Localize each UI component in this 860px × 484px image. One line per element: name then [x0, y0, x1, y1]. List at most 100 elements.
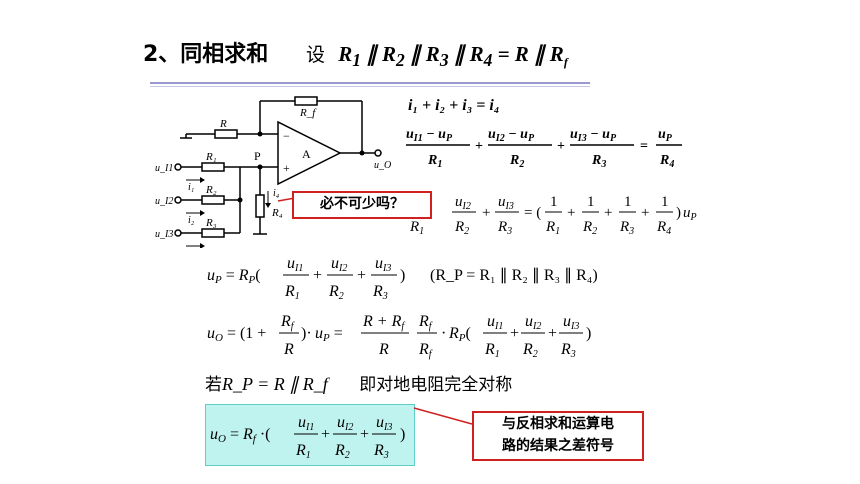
title-condition: 设 R1 ∥ R2 ∥ R3 ∥ R4 = R ∥ Rf [306, 40, 568, 71]
svg-text:uI3 − uP: uI3 − uP [570, 127, 617, 144]
svg-text:=: = [640, 139, 648, 154]
label-i2: i₂ [188, 215, 195, 226]
svg-text:+: + [548, 325, 557, 342]
svg-text:Rf: Rf [418, 313, 433, 332]
svg-text:+: + [567, 205, 575, 221]
svg-text:+: + [604, 205, 612, 221]
condition-formula: R_P = R ∥ R_f [222, 374, 328, 394]
condition-text: R1 ∥ R2 ∥ R3 ∥ R4 = R ∥ Rf [338, 42, 568, 71]
svg-text:R1: R1 [545, 219, 560, 237]
opamp-triangle [277, 120, 342, 186]
svg-text:R1: R1 [295, 442, 311, 461]
svg-text:R + Rf: R + Rf [362, 313, 405, 332]
svg-text:)·: )· [301, 325, 312, 342]
svg-text:R4: R4 [659, 153, 674, 170]
svg-text:R2: R2 [582, 219, 597, 237]
svg-text:+: + [360, 426, 369, 443]
svg-text:1: 1 [661, 194, 669, 210]
svg-text:R3: R3 [619, 219, 634, 237]
svg-text:R2: R2 [454, 219, 469, 237]
svg-text:R3: R3 [372, 283, 388, 302]
svg-text:uI1: uI1 [287, 255, 303, 274]
note-connector [413, 407, 473, 425]
svg-text:RP(: RP( [448, 325, 471, 344]
note-question: 必不可少吗？ [292, 191, 432, 219]
svg-text:+: + [313, 267, 322, 284]
svg-text:uO = Rf ·(: uO = Rf ·( [210, 426, 270, 445]
condition-line: 若R_P = R ∥ R_f 即对地电阻完全对称 [205, 370, 512, 395]
label-r: R [219, 118, 227, 130]
svg-text:Rf: Rf [418, 341, 433, 360]
svg-text:R2: R2 [522, 341, 538, 360]
svg-text:R4: R4 [656, 219, 671, 237]
svg-text:uP: uP [658, 127, 673, 144]
svg-text:+: + [557, 139, 565, 154]
svg-text:uI3: uI3 [375, 255, 391, 274]
svg-text:R2: R2 [328, 283, 344, 302]
r2-resistor [201, 195, 225, 205]
eq-kcl: i₁ + i₂ + i₃ = i₄ [408, 97, 499, 114]
svg-text:uI3: uI3 [376, 414, 392, 433]
result-formula: uO = Rf ·( uI1 R1 + uI2 R2 + uI3 R3 ) [210, 414, 405, 461]
condition-text: 即对地电阻完全对称 [359, 375, 513, 395]
r-resistor [214, 129, 238, 139]
svg-text:·: · [441, 325, 446, 342]
svg-text:= (: = ( [524, 205, 541, 221]
svg-text:R3: R3 [591, 153, 606, 170]
label-i1: i₁ [188, 182, 194, 193]
svg-text:uP: uP [683, 205, 697, 223]
svg-text:R: R [378, 341, 389, 358]
condition-prefix: 若 [205, 375, 222, 395]
title-rule [150, 82, 590, 84]
svg-text:uI1: uI1 [487, 313, 503, 332]
svg-text:R1: R1 [427, 153, 442, 170]
eq-rp-def: (R_P = R₁ ∥ R₂ ∥ R₃ ∥ R₄) [430, 267, 598, 284]
svg-text:+: + [321, 426, 330, 443]
r3-resistor [201, 228, 225, 238]
note-compare-line1: 与反相求和运算电 [502, 416, 614, 432]
label-plus: + [283, 161, 290, 175]
svg-text:uI1: uI1 [298, 414, 314, 433]
svg-text:): ) [400, 267, 405, 284]
label-i4: i₄ [273, 188, 280, 199]
svg-text:uP = RP(: uP = RP( [207, 267, 261, 286]
svg-text:R: R [283, 341, 294, 358]
svg-text:R3: R3 [497, 219, 512, 237]
svg-text:): ) [586, 325, 591, 342]
svg-text:uP =: uP = [315, 325, 343, 344]
svg-text:+: + [475, 139, 483, 154]
svg-text:uO = (1 +: uO = (1 + [207, 325, 266, 344]
eq-up: uP = RP( uI1 R1 + uI2 R2 + uI3 R3 ) (R_P… [207, 255, 598, 302]
svg-text:uI2: uI2 [337, 414, 353, 433]
label-u11: u_I1 [155, 163, 173, 174]
svg-text:): ) [400, 426, 405, 443]
rf-resistor [294, 96, 318, 106]
label-r1: R₁ [205, 151, 217, 163]
svg-text:R2: R2 [334, 442, 350, 461]
label-uo: u_O [374, 160, 391, 171]
svg-text:): ) [676, 205, 681, 221]
label-r3: R₃ [205, 217, 217, 229]
svg-text:uI1 − uP: uI1 − uP [406, 127, 453, 144]
note-compare: 与反相求和运算电 路的结果之差符号 [472, 411, 644, 461]
r4-resistor [255, 194, 265, 218]
result-box: uO = Rf ·( uI1 R1 + uI2 R2 + uI3 R3 ) [205, 404, 415, 466]
set-word: 设 [306, 44, 326, 66]
note-compare-line2: 路的结果之差符号 [502, 438, 614, 454]
label-amp: A [302, 147, 311, 161]
svg-text:+: + [357, 267, 366, 284]
svg-text:uI2 − uP: uI2 − uP [488, 127, 535, 144]
svg-text:Rf: Rf [280, 313, 295, 332]
equations-right: i₁ + i₂ + i₃ = i₄ uI1 − uP R1 + uI2 − uP… [406, 97, 697, 237]
eq-uo: uO = (1 + Rf R )· uP = R + Rf R Rf Rf · … [207, 313, 591, 360]
label-rf: R_f [299, 107, 317, 119]
svg-text:1: 1 [550, 194, 558, 210]
svg-text:uI2: uI2 [525, 313, 541, 332]
svg-text:R3: R3 [373, 442, 389, 461]
svg-text:R3: R3 [560, 341, 576, 360]
label-p: P [254, 149, 261, 163]
svg-text:1: 1 [624, 194, 632, 210]
svg-text:+: + [641, 205, 649, 221]
svg-text:uI2: uI2 [331, 255, 347, 274]
label-r2: R₂ [205, 184, 217, 196]
